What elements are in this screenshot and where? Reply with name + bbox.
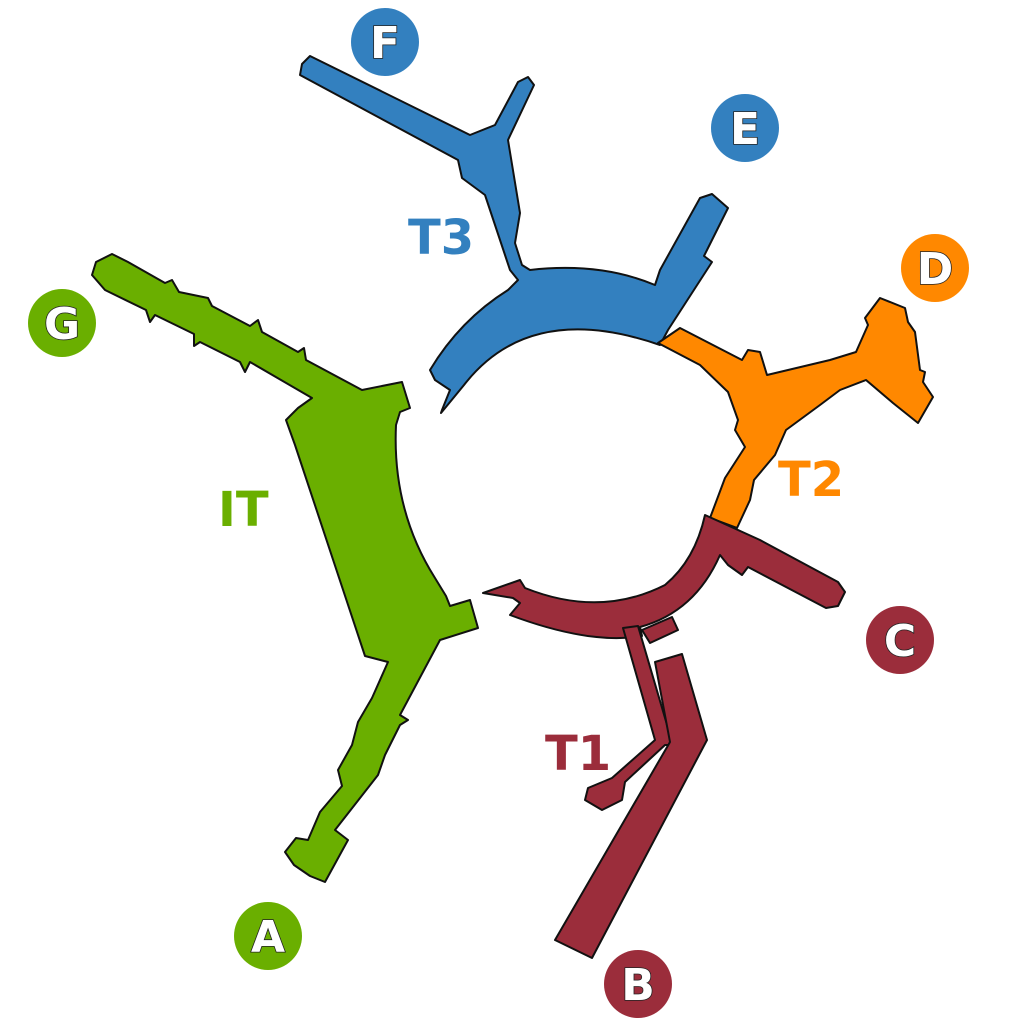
concourse-b-badge[interactable]: B [604, 950, 672, 1018]
concourse-c-label: C [884, 616, 916, 667]
concourse-c-circle [866, 606, 934, 674]
concourse-e-circle [711, 94, 779, 162]
terminal-1[interactable] [482, 514, 846, 959]
terminal-3-building[interactable] [299, 55, 729, 414]
terminal-1-label: T1 [545, 726, 611, 782]
terminal-1-concourse-b-pier[interactable] [554, 653, 708, 959]
international-terminal[interactable] [91, 253, 479, 883]
concourse-g-circle [28, 289, 96, 357]
concourse-g-label: G [44, 299, 80, 350]
concourse-f-circle [351, 8, 419, 76]
terminal-2-label: T2 [778, 452, 844, 508]
concourse-d-label: D [917, 244, 954, 295]
concourse-a-label: A [251, 912, 285, 963]
concourse-a-circle [234, 902, 302, 970]
concourse-c-badge[interactable]: C [866, 606, 934, 674]
concourse-e-label: E [730, 104, 760, 155]
concourse-f-badge[interactable]: F [351, 8, 419, 76]
concourse-f-label: F [370, 18, 400, 69]
international-terminal-building[interactable] [91, 253, 479, 883]
terminal-2[interactable] [657, 297, 934, 529]
concourse-b-label: B [621, 960, 655, 1011]
concourse-e-badge[interactable]: E [711, 94, 779, 162]
terminal-1-connector[interactable] [641, 616, 679, 644]
terminal-3-label: T3 [408, 210, 474, 266]
concourse-g-badge[interactable]: G [28, 289, 96, 357]
terminal-2-building[interactable] [657, 297, 934, 529]
concourse-d-badge[interactable]: D [901, 234, 969, 302]
concourse-a-badge[interactable]: A [234, 902, 302, 970]
terminal-1-main-building[interactable] [482, 514, 846, 640]
international-terminal-label: IT [218, 482, 269, 538]
terminal-3[interactable] [299, 55, 729, 414]
concourse-b-circle [604, 950, 672, 1018]
concourse-d-circle [901, 234, 969, 302]
